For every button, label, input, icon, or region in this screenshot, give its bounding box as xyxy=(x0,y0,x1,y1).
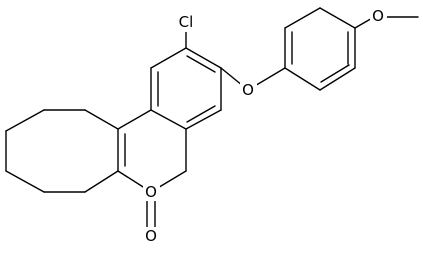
substituents xyxy=(185,29,286,91)
bond xyxy=(319,7,356,29)
chlorine-atom: Cl xyxy=(179,13,194,31)
bond xyxy=(284,67,321,91)
ether-oxygen-atom: O xyxy=(242,81,254,99)
bond xyxy=(186,55,216,73)
bond xyxy=(5,170,45,193)
carbonyl-oxygen-atom: O xyxy=(145,227,157,245)
pyranone-ring xyxy=(117,109,187,230)
atom-labels: Cl O O O O xyxy=(143,7,387,245)
bond xyxy=(84,170,119,193)
bond xyxy=(319,67,356,91)
bond xyxy=(117,109,152,130)
bond xyxy=(150,47,187,69)
bond xyxy=(5,109,45,132)
bond xyxy=(185,47,222,69)
methoxy-oxygen-atom: O xyxy=(372,7,384,25)
bond xyxy=(185,109,222,130)
bond xyxy=(320,64,350,83)
methoxyphenyl-ring xyxy=(284,7,419,91)
cyclohexene-ring xyxy=(5,109,119,193)
bond xyxy=(150,109,187,130)
bond xyxy=(284,7,321,29)
bond xyxy=(84,109,119,130)
benzo-ring xyxy=(150,47,222,130)
ring-oxygen-atom: O xyxy=(145,183,157,201)
bond xyxy=(186,105,216,123)
